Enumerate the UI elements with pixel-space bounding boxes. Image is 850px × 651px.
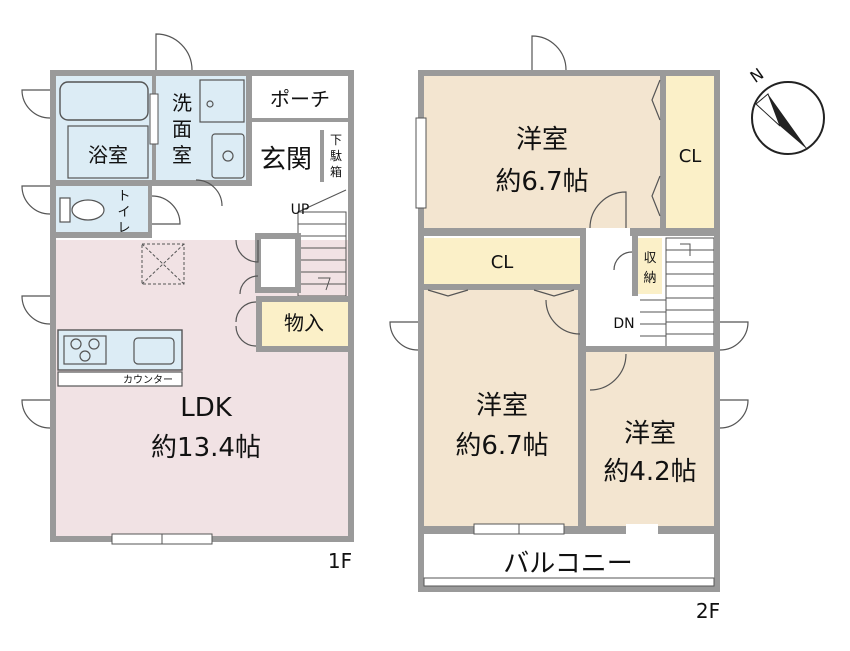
sw-room-area: [424, 290, 578, 526]
door-2f-left: [389, 321, 419, 351]
label-shoebox-2: 駄: [330, 148, 342, 163]
floor-1f: 浴室 洗 面 室 ポーチ 玄関 下 駄 箱 ト イ レ UP 物入 カウンター …: [21, 33, 354, 573]
label-balcony: バルコニー: [503, 549, 632, 579]
se-room-area: [586, 352, 714, 526]
skylight: [141, 243, 185, 285]
door-bath: [21, 89, 51, 119]
burner: [79, 350, 91, 362]
label-storage-2f-2: 納: [643, 271, 656, 286]
toilet-bowl: [71, 199, 105, 221]
entrance-door: [155, 33, 193, 71]
door-ldk-hall: [235, 239, 259, 263]
door-ldk-2: [21, 399, 51, 429]
bath-floor: [67, 125, 149, 179]
label-closet-right: CL: [679, 146, 702, 167]
label-bath: 浴室: [88, 143, 128, 167]
burner: [88, 338, 100, 350]
compass-label: N: [746, 64, 767, 86]
label-ldk-size: 約13.4帖: [151, 433, 261, 463]
window-bath: [149, 93, 159, 145]
label-entrance: 玄関: [260, 145, 312, 175]
closet-mid-area: [424, 238, 580, 284]
door-toilet-inner: [151, 195, 181, 225]
label-ldk: LDK: [180, 393, 233, 423]
door-2f-right-stair: [719, 321, 749, 351]
label-wash-2: 面: [172, 117, 192, 141]
label-sw-room: 洋室: [476, 391, 528, 421]
burner: [70, 338, 82, 350]
door-wash: [195, 179, 223, 207]
label-shoebox-1: 下: [330, 133, 342, 147]
door-ldk-1: [21, 295, 51, 325]
door-closet-mid: [427, 289, 575, 297]
label-closet-mid: CL: [491, 252, 514, 273]
door-storage-a: [235, 301, 257, 323]
window-2f-se: [626, 524, 658, 536]
label-toilet-2: イ: [117, 205, 130, 220]
closet-right-area: [666, 76, 714, 228]
kitchen-counter: [57, 329, 183, 371]
label-floor-2f: 2F: [696, 599, 720, 623]
door-se-room: [589, 353, 627, 391]
bathtub: [59, 81, 149, 121]
label-wash-1: 洗: [172, 91, 192, 115]
door-storage-b: [235, 325, 257, 347]
label-north-room: 洋室: [516, 125, 568, 155]
label-floor-1f: 1F: [328, 549, 352, 573]
toilet-tank: [59, 197, 71, 223]
label-shoebox-3: 箱: [330, 164, 342, 179]
label-storage-1f: 物入: [284, 311, 324, 335]
door-sw-room: [545, 299, 581, 335]
label-toilet-3: レ: [117, 221, 130, 236]
label-up: UP: [291, 202, 310, 218]
north-room-area: [424, 76, 660, 228]
storage-2f-area: [638, 238, 662, 294]
stove: [63, 335, 107, 365]
basin-bowl: [222, 150, 234, 162]
balcony-area: [424, 540, 714, 582]
door-toilet: [21, 185, 51, 215]
door-storage-2f: [613, 251, 633, 271]
stair-closet: [255, 233, 301, 293]
washbasin: [211, 133, 245, 179]
compass-north-icon: N: [746, 64, 825, 155]
counter-bar: [57, 371, 183, 387]
floor-2f: 洋室 約6.7帖 CL CL 収 納 DN 洋室 約6.7帖 洋室 約4.2帖 …: [389, 35, 749, 623]
label-counter: カウンター: [123, 374, 173, 386]
door-closet-right: [651, 79, 661, 217]
washer-drain: [206, 100, 214, 108]
washing-machine: [199, 79, 245, 123]
label-toilet-1: ト: [117, 189, 130, 204]
label-north-room-size: 約6.7帖: [495, 167, 588, 197]
walls-2f: [418, 70, 720, 592]
wash-area: [156, 76, 246, 180]
label-se-room: 洋室: [624, 419, 676, 449]
door-north-room: [589, 191, 627, 229]
balcony-rail: [423, 577, 715, 587]
storage-area: [262, 300, 348, 346]
label-storage-2f-1: 収: [643, 251, 656, 266]
label-se-room-size: 約4.2帖: [603, 457, 696, 487]
sink: [133, 337, 175, 365]
label-porch: ポーチ: [270, 87, 330, 111]
door-2f-right-lower: [719, 399, 749, 429]
label-down: DN: [613, 316, 634, 332]
label-sw-room-size: 約6.7帖: [455, 431, 548, 461]
door-closet-a: [239, 275, 259, 295]
door-2f-top: [531, 35, 567, 71]
label-wash-3: 室: [172, 143, 192, 167]
window-2f-left: [415, 117, 427, 209]
